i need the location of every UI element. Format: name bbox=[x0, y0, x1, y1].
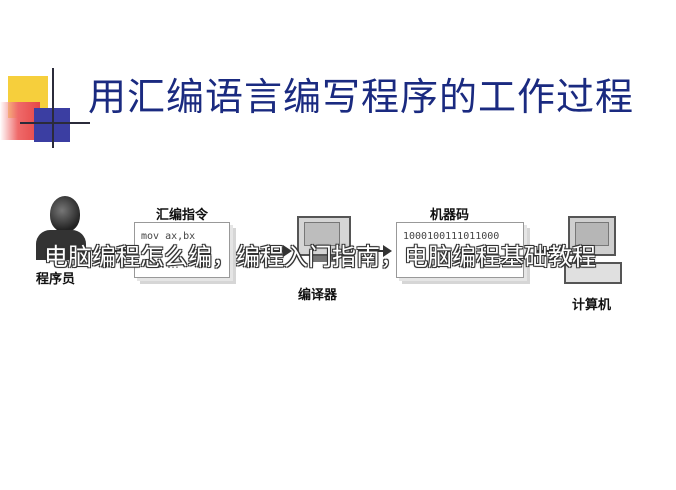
programmer-body bbox=[36, 230, 86, 260]
computer-case bbox=[564, 262, 622, 284]
arrow-icon bbox=[358, 245, 392, 257]
logo-horizontal-line bbox=[20, 122, 90, 124]
compiler-stand bbox=[311, 256, 337, 262]
logo-vertical-line bbox=[52, 68, 54, 148]
overlay-caption: 电脑编程怎么编，编程入门指南，电脑编程基础教程 bbox=[44, 243, 596, 271]
page-title: 用汇编语言编写程序的工作过程 bbox=[88, 75, 635, 119]
assembly-label: 汇编指令 bbox=[156, 208, 209, 223]
arrow-icon bbox=[92, 245, 128, 257]
programmer-label: 程序员 bbox=[36, 272, 76, 287]
arrow-icon bbox=[246, 245, 292, 257]
title-logo bbox=[0, 68, 100, 148]
programmer-icon bbox=[36, 196, 86, 286]
computer-icon bbox=[564, 216, 624, 288]
assembly-dots: …… bbox=[153, 257, 181, 271]
compiler-label: 编译器 bbox=[298, 288, 338, 303]
document-icon: mov ax,bx …… bbox=[134, 222, 230, 278]
machine-code: 1000100111011000 bbox=[403, 231, 500, 242]
assembly-code: mov ax,bx bbox=[141, 231, 196, 242]
document-icon: 1000100111011000 …… bbox=[396, 222, 524, 278]
process-diagram: 程序员 汇编指令 mov ax,bx …… 编译器 机器码 1000100111… bbox=[0, 180, 676, 340]
computer-screen-inner bbox=[575, 222, 609, 246]
compiler-monitor-icon bbox=[297, 216, 351, 262]
programmer-head bbox=[50, 196, 80, 232]
compiler-screen-inner bbox=[304, 222, 340, 246]
machine-code-label: 机器码 bbox=[430, 208, 470, 223]
logo-red-square bbox=[0, 102, 40, 140]
computer-label: 计算机 bbox=[572, 298, 612, 313]
machine-dots: …… bbox=[415, 257, 443, 271]
arrow-icon bbox=[534, 245, 560, 257]
